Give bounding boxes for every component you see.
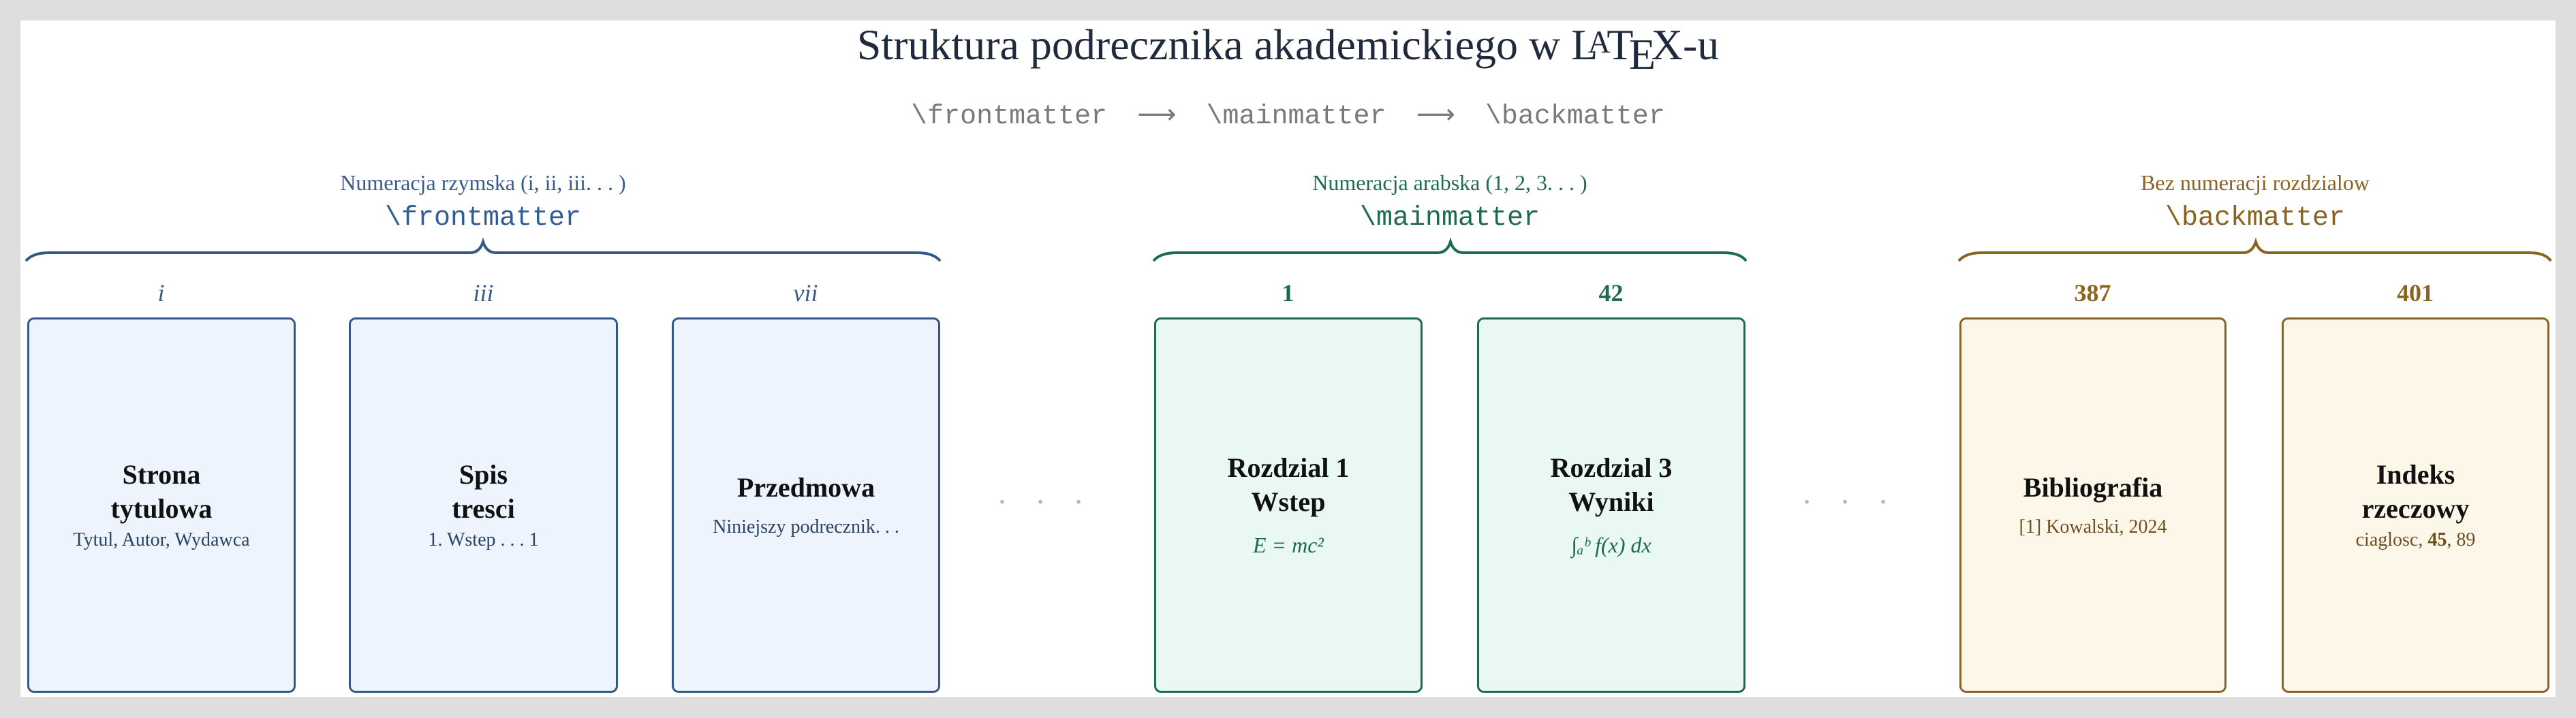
arrow-right-icon: ⟶ xyxy=(1137,99,1177,130)
page-number-vii: vii xyxy=(793,279,818,307)
ellipsis-front-main: . . . xyxy=(997,476,1093,511)
main-section-label: Numeracja arabska (1, 2, 3. . . ) xyxy=(1312,170,1587,195)
card-detail: 1. Wstep . . . 1 xyxy=(428,529,539,550)
latex-logo-a: A xyxy=(1587,24,1611,59)
index-entry: ciaglosc, xyxy=(2355,529,2428,550)
card-title-line2: Wstep xyxy=(1251,486,1326,517)
page-card-chapter-3: Rozdzial 3 Wyniki ∫ₐᵇ f(x) dx xyxy=(1477,317,1745,693)
card-formula: ∫ₐᵇ f(x) dx xyxy=(1571,532,1651,557)
latex-logo-e: E xyxy=(1629,30,1656,79)
title-text: Struktura podrecznika akademickiego w xyxy=(856,20,1572,69)
page-number-1: 1 xyxy=(1282,279,1294,307)
latex-logo-l: L xyxy=(1571,20,1598,69)
card-title-line2: rzeczowy xyxy=(2361,493,2470,524)
page-number-42: 42 xyxy=(1598,279,1624,307)
card-title: Indeks xyxy=(2376,458,2455,490)
card-detail: Tytul, Autor, Wydawca xyxy=(73,529,250,550)
card-title: Spis xyxy=(459,458,508,490)
front-section-command: \frontmatter xyxy=(384,203,582,234)
latex-logo-x: X xyxy=(1651,20,1683,69)
card-title-line2: tytulowa xyxy=(110,493,213,524)
arrow-right-icon: ⟶ xyxy=(1416,99,1455,130)
card-title-line2: Wyniki xyxy=(1568,486,1654,517)
back-section-label: Bez numeracji rozdzialow xyxy=(2141,170,2370,195)
back-section-command: \backmatter xyxy=(2164,203,2346,234)
card-title: Rozdzial 1 xyxy=(1227,452,1350,483)
card-title: Bibliografia xyxy=(2023,471,2163,503)
ellipsis-main-back: . . . xyxy=(1802,476,1897,511)
card-detail: [1] Kowalski, 2024 xyxy=(2019,516,2167,537)
page-card-toc: Spis tresci 1. Wstep . . . 1 xyxy=(349,317,618,693)
flow-backmatter: \backmatter xyxy=(1485,102,1665,132)
card-detail: ciaglosc, 45, 89 xyxy=(2356,527,2476,553)
page-number-i: i xyxy=(157,279,165,307)
title-suffix: -u xyxy=(1682,20,1720,69)
page-card-bibliography: Bibliografia [1] Kowalski, 2024 xyxy=(1959,317,2226,693)
flow-frontmatter: \frontmatter xyxy=(911,102,1108,132)
page-card-index: Indeks rzeczowy ciaglosc, 45, 89 xyxy=(2282,317,2549,693)
page-title: Struktura podrecznika akademickiego w LA… xyxy=(0,19,2576,79)
page-number-401: 401 xyxy=(2397,279,2434,307)
page-number-iii: iii xyxy=(473,279,494,307)
page-card-preface: Przedmowa Niniejszy podrecznik. . . xyxy=(672,317,940,693)
main-section-command: \mainmatter xyxy=(1359,203,1540,234)
matter-flow: \frontmatter ⟶ \mainmatter ⟶ \backmatter xyxy=(0,97,2576,135)
latex-logo-t: T xyxy=(1607,20,1634,69)
index-entry-rest: , 89 xyxy=(2447,529,2476,550)
page-number-387: 387 xyxy=(2074,279,2111,307)
page-card-chapter-1: Rozdzial 1 Wstep E = mc² xyxy=(1154,317,1423,693)
card-detail: Niniejszy podrecznik. . . xyxy=(713,516,899,537)
card-formula: E = mc² xyxy=(1252,532,1324,557)
front-section-label: Numeracja rzymska (i, ii, iii. . . ) xyxy=(340,170,626,195)
card-title: Przedmowa xyxy=(736,471,875,503)
card-title-line2: tresci xyxy=(452,493,515,524)
page-card-title-page: Strona tytulowa Tytul, Autor, Wydawca xyxy=(27,317,296,693)
card-title: Rozdzial 3 xyxy=(1550,452,1673,483)
flow-mainmatter: \mainmatter xyxy=(1206,102,1386,132)
card-title: Strona xyxy=(122,458,201,490)
index-main-page: 45 xyxy=(2427,529,2447,550)
